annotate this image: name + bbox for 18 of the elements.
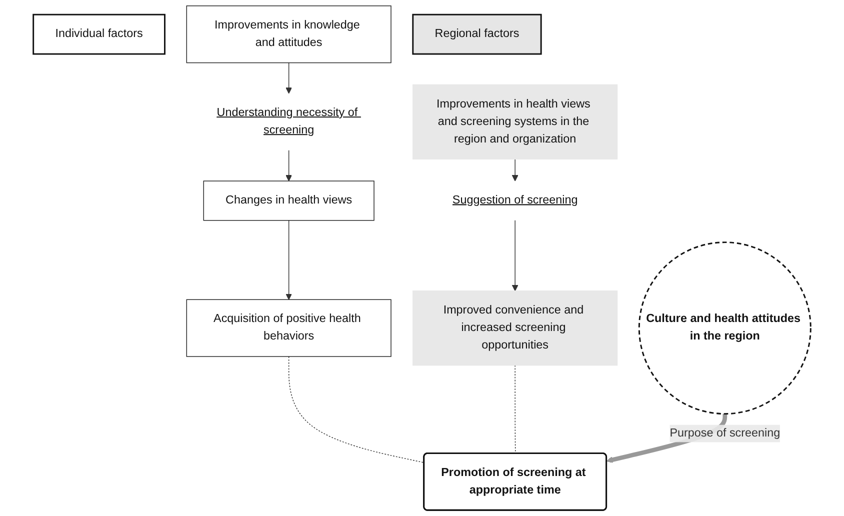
arrow (512, 220, 518, 292)
node-box: Individual factors (32, 14, 166, 55)
node-box: Improved convenience and increased screening opportunities (412, 290, 618, 366)
arrow (512, 158, 518, 182)
node-box: Improvements in health views and screening systems in the region and organization (412, 84, 618, 160)
node-box: Acquisition of positive health behaviors (186, 299, 392, 357)
node-circle: Culture and health attitudes in the region (638, 242, 812, 415)
connector (514, 364, 516, 454)
arrow (286, 150, 292, 182)
edge-label: Purpose of screening (670, 426, 780, 440)
arrow (286, 62, 292, 94)
node-text: Understanding necessity of screening (216, 106, 358, 136)
node-text: Suggestion of screening (452, 194, 578, 207)
node-box: Regional factors (412, 14, 542, 55)
node-box: Changes in health views (203, 180, 374, 221)
node-box: Improvements in knowledge and attitudes (186, 5, 392, 64)
connector (288, 356, 425, 463)
arrow (286, 220, 292, 300)
